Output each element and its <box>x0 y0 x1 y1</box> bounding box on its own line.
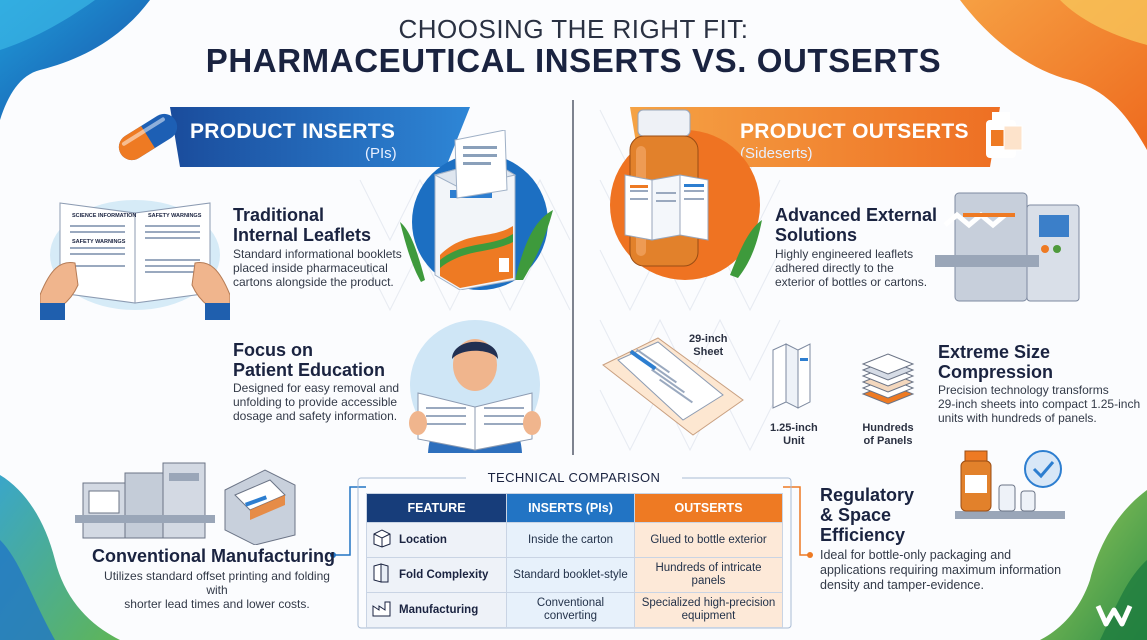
table-row: Fold Complexity Standard booklet-style H… <box>366 557 783 593</box>
orange-bottle-illustration <box>610 109 762 280</box>
carton-illustration <box>400 130 553 290</box>
inserts-banner-title: PRODUCT INSERTS <box>190 120 396 143</box>
row-feature-location: Location <box>399 534 447 547</box>
table-row: Manufacturing Conventional converting Sp… <box>366 592 783 628</box>
row-outserts-location: Glued to bottle exterior <box>634 522 783 558</box>
row-inserts-manufacturing: Conventional converting <box>506 592 635 628</box>
stacked-panels-icon <box>861 353 915 405</box>
large-sheet-illustration <box>602 337 744 436</box>
capsule-icon <box>118 113 178 161</box>
outsert-bottle-icon <box>986 112 1023 158</box>
folding-machine-illustration <box>935 192 1080 302</box>
box-icon <box>371 528 399 552</box>
header-feature: FEATURE <box>366 493 507 523</box>
row-feature-manufacturing: Manufacturing <box>399 604 479 617</box>
comparison-table: FEATURE INSERTS (PIs) OUTSERTS Location … <box>366 493 783 628</box>
row-outserts-fold: Hundreds of intricate panels <box>634 557 783 593</box>
table-header-row: FEATURE INSERTS (PIs) OUTSERTS <box>366 493 783 523</box>
outserts-banner-title: PRODUCT OUTSERTS <box>740 120 969 143</box>
row-inserts-location: Inside the carton <box>506 522 635 558</box>
inserts-banner-subtitle: (PIs) <box>365 145 397 162</box>
bottle-checkmark-illustration <box>955 450 1065 519</box>
outserts-banner-subtitle: (Sideserts) <box>740 145 813 162</box>
leaflet-label-safety-2: SAFETY WARNINGS <box>72 239 126 245</box>
inserts-feature3-title: Conventional Manufacturing <box>92 546 335 566</box>
row-inserts-fold: Standard booklet-style <box>506 557 635 593</box>
comparison-title: TECHNICAL COMPARISON <box>466 470 682 485</box>
brand-logo <box>1095 604 1133 627</box>
table-row: Location Inside the carton Glued to bott… <box>366 522 783 558</box>
inserts-feature3-text: Utilizes standard offset printing and fo… <box>104 569 330 611</box>
page-title: PHARMACEUTICAL INSERTS VS. OUTSERTS <box>205 42 942 79</box>
leaflet-label-safety: SAFETY WARNINGS <box>148 213 202 219</box>
folded-unit-icon <box>772 343 811 409</box>
open-leaflet-illustration: SCIENCE INFORMATION SAFETY WARNINGS SAFE… <box>40 200 230 320</box>
printing-press-illustration <box>75 462 296 545</box>
leaflet-label-science: SCIENCE INFORMATION <box>72 213 136 219</box>
header-outserts: OUTSERTS <box>634 493 783 523</box>
factory-icon <box>371 598 399 622</box>
header-inserts: INSERTS (PIs) <box>506 493 635 523</box>
title-kicker: CHOOSING THE RIGHT FIT: <box>398 14 749 44</box>
folded-paper-icon <box>371 562 399 588</box>
row-feature-fold: Fold Complexity <box>399 569 489 582</box>
man-reading-illustration <box>409 320 541 453</box>
